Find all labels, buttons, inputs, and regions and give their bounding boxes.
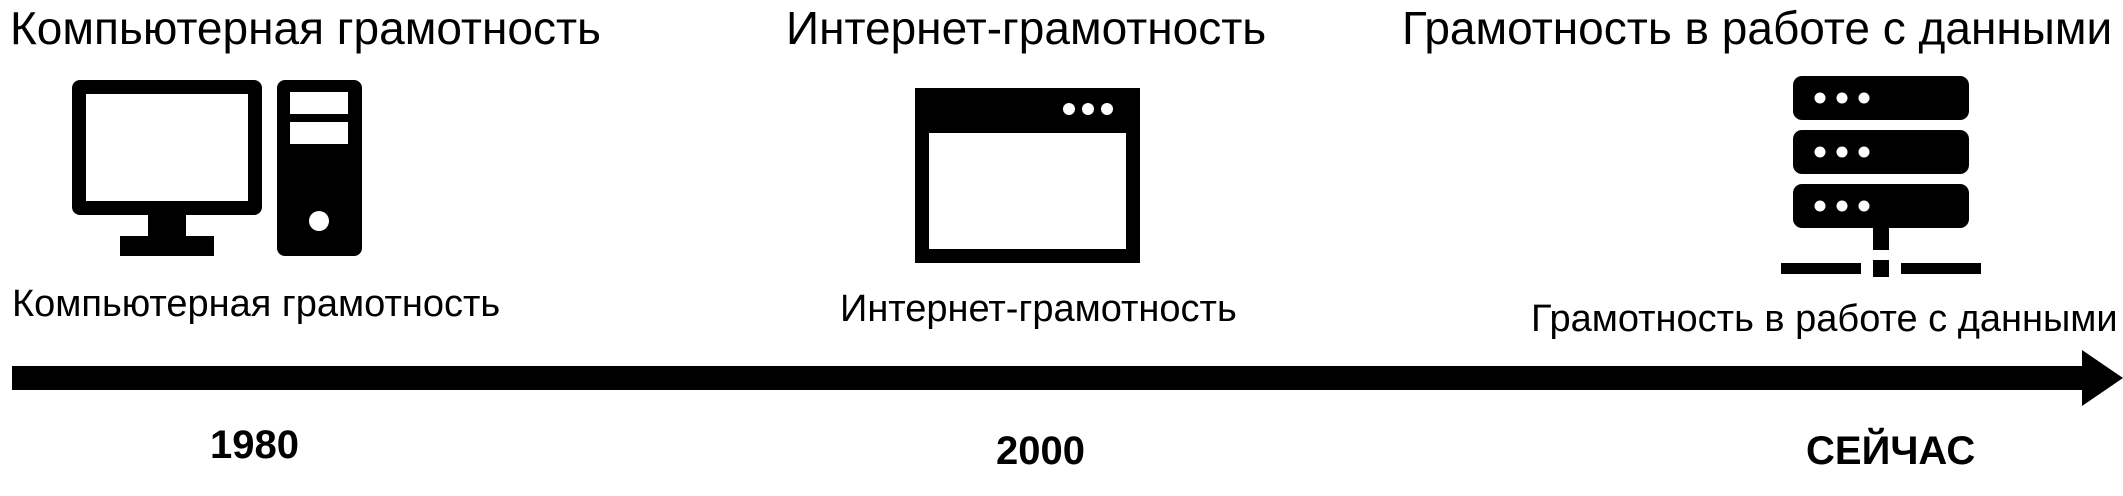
stage-heading-computer: Компьютерная грамотность: [10, 2, 601, 54]
stage-label-data: Грамотность в работе с данными: [1531, 298, 2118, 340]
year-label-now: СЕЙЧАС: [1806, 429, 1976, 473]
timeline-arrow: [12, 348, 2123, 408]
server-icon: [1781, 76, 1981, 286]
stage-label-computer: Компьютерная грамотность: [12, 283, 501, 325]
stage-label-internet: Интернет-грамотность: [840, 288, 1237, 330]
browser-window-icon: [915, 88, 1140, 263]
desktop-computer-icon: [72, 80, 372, 260]
year-label-2000: 2000: [996, 429, 1085, 473]
stage-heading-internet: Интернет-грамотность: [786, 2, 1267, 54]
stage-heading-data: Грамотность в работе с данными: [1402, 2, 2113, 54]
year-label-1980: 1980: [210, 423, 299, 467]
